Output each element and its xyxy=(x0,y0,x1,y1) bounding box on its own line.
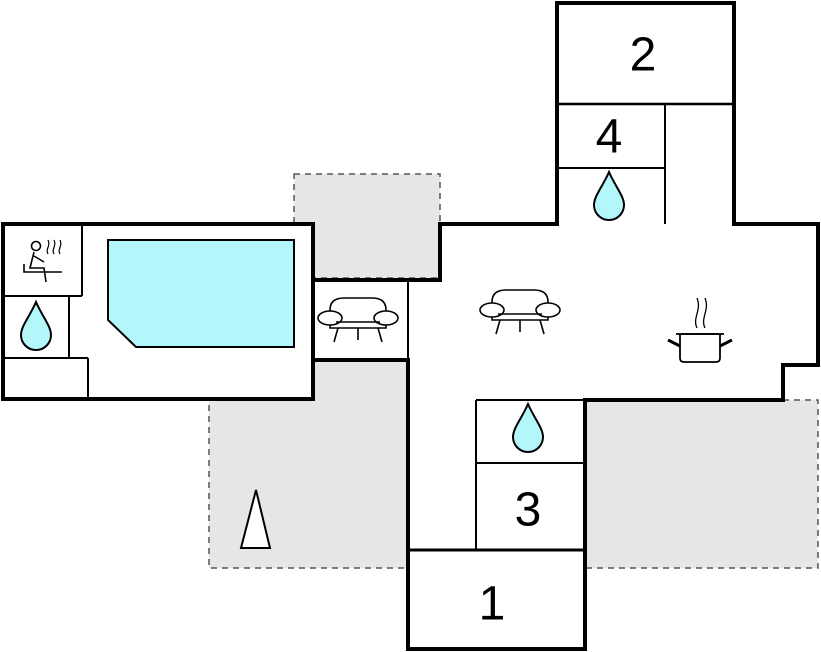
water-drop-icons xyxy=(19,169,626,453)
building-main-outline xyxy=(311,1,820,651)
kitchen-pot-icon xyxy=(667,297,733,363)
sauna-icon xyxy=(23,239,62,283)
bathroom-water-drop-icon xyxy=(592,169,626,221)
bathroom-water-drop-icon xyxy=(511,401,545,453)
compass-north-icon xyxy=(239,489,272,549)
sofa-icon xyxy=(317,297,399,343)
room-label-3: 3 xyxy=(515,484,542,537)
pool-icon xyxy=(107,239,295,348)
bathroom-water-drop-icon xyxy=(19,299,53,351)
terrace-right xyxy=(584,399,819,569)
sofa-icon xyxy=(479,289,561,335)
room-label-2: 2 xyxy=(630,29,657,82)
interior-walls xyxy=(5,102,734,552)
room-label-1: 1 xyxy=(479,578,506,631)
terrace-top xyxy=(293,173,441,279)
room-label-4: 4 xyxy=(596,111,623,164)
